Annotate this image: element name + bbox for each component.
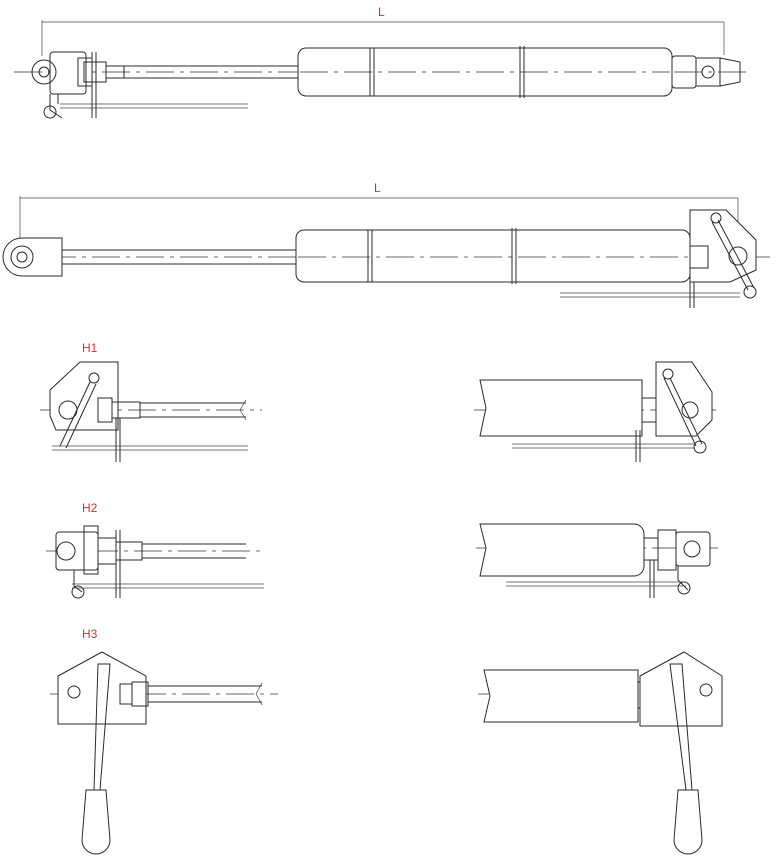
gas-spring-second: L (2, 181, 770, 308)
left-eye-bracket (31, 51, 248, 119)
dimension-label-second: L (374, 181, 381, 195)
right-lever-bracket (560, 209, 757, 308)
right-fork-end (671, 55, 741, 89)
dimension-label-top: L (378, 5, 385, 19)
variant-label-h2: H2 (82, 501, 98, 515)
h3-left-detail (50, 651, 278, 855)
variant-label-h3: H3 (82, 627, 98, 641)
h1-right-detail (474, 361, 716, 462)
h3-right-detail (478, 651, 723, 855)
gas-spring-top: L (14, 5, 748, 119)
h2-right-detail (476, 523, 718, 598)
dimension-l-top: L (41, 5, 725, 56)
h1-left-detail (40, 361, 262, 462)
h2-left-detail (46, 525, 264, 599)
dimension-l-second: L (19, 181, 739, 238)
left-eye-second (2, 237, 63, 277)
variant-label-h1: H1 (82, 341, 98, 355)
